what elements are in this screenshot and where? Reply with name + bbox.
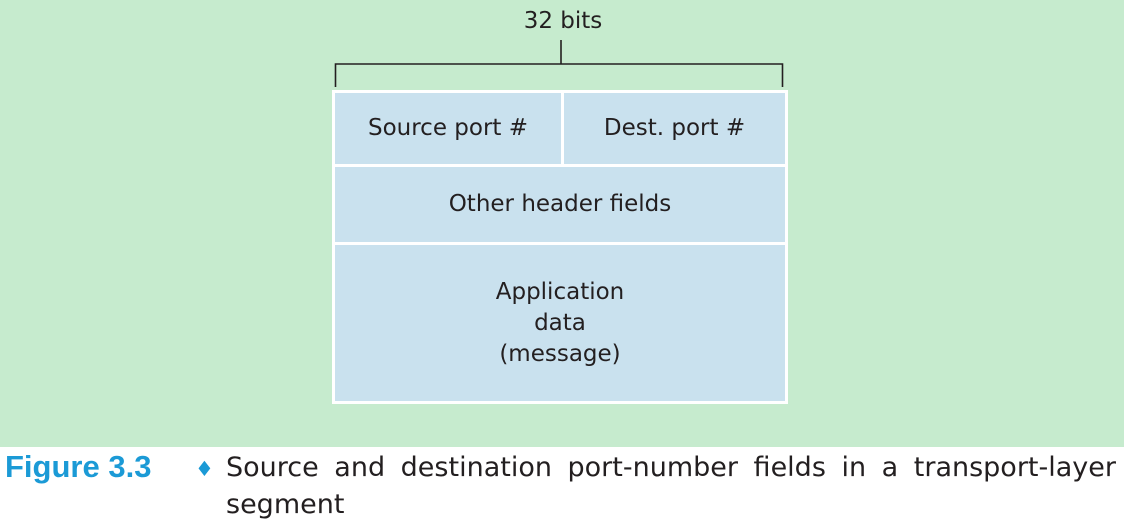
figure-caption: Figure 3.3 ♦ Source and destination port… <box>0 447 1124 529</box>
application-data-line: (message) <box>499 340 621 367</box>
source-port-label: Source port # <box>367 115 529 141</box>
caption-text: Source and destination port-number field… <box>226 452 1116 520</box>
application-data-line: data <box>534 309 586 336</box>
segment-structure: Source port # Dest. port # Other header … <box>332 90 788 404</box>
width-bracket <box>334 40 784 87</box>
diagram-area: 32 bits Source port # Dest. port # Other… <box>0 0 1124 447</box>
figure-number: Figure 3.3 <box>5 449 152 484</box>
application-data-field: Application data (message) <box>335 245 785 401</box>
other-header-label: Other header fields <box>448 191 672 217</box>
application-data-line: Application <box>495 278 625 305</box>
other-header-field: Other header fields <box>335 167 785 242</box>
diamond-bullet-icon: ♦ <box>195 457 214 481</box>
width-label: 32 bits <box>523 8 603 34</box>
dest-port-field: Dest. port # <box>564 93 785 164</box>
source-port-field: Source port # <box>335 93 561 164</box>
dest-port-label: Dest. port # <box>603 115 746 141</box>
